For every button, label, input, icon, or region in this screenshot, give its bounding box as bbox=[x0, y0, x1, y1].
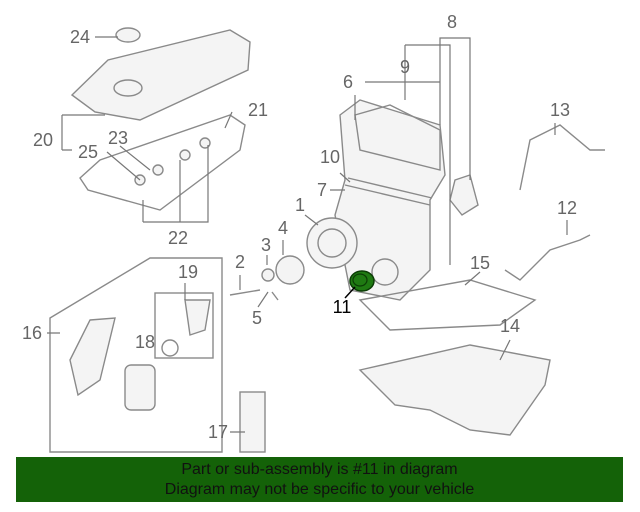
banner-line-1: Part or sub-assembly is #11 in diagram bbox=[181, 461, 458, 478]
callout-1: 1 bbox=[294, 195, 306, 215]
oil-pan bbox=[358, 344, 551, 436]
filter-group-box bbox=[49, 257, 223, 453]
callout-11-highlighted: 11 bbox=[332, 297, 352, 317]
callout-23: 23 bbox=[107, 128, 129, 148]
callout-22: 22 bbox=[167, 228, 189, 248]
callout-16: 16 bbox=[21, 323, 43, 343]
parts-drawing bbox=[47, 27, 605, 453]
callout-4: 4 bbox=[277, 218, 289, 238]
callout-21: 21 bbox=[247, 100, 269, 120]
spark-plug-seals bbox=[134, 137, 211, 186]
callout-7: 7 bbox=[316, 180, 328, 200]
callout-19: 19 bbox=[177, 262, 199, 282]
parts-diagram bbox=[47, 27, 605, 453]
diagram-notice-banner: Part or sub-assembly is #11 in diagram D… bbox=[16, 457, 623, 502]
banner-line-2: Diagram may not be specific to your vehi… bbox=[164, 481, 475, 498]
oil-filter-housing bbox=[69, 317, 116, 397]
part-17 bbox=[239, 391, 266, 453]
callout-10: 10 bbox=[319, 147, 341, 167]
callout-12: 12 bbox=[556, 198, 578, 218]
callout-25: 25 bbox=[77, 142, 99, 162]
pulley bbox=[275, 255, 305, 285]
callout-17: 17 bbox=[207, 422, 229, 442]
callout-15: 15 bbox=[469, 253, 491, 273]
callout-20: 20 bbox=[32, 130, 54, 150]
crankshaft-pulley bbox=[306, 217, 358, 269]
callout-9: 9 bbox=[399, 57, 411, 77]
callout-18: 18 bbox=[134, 332, 156, 352]
valve-cover bbox=[70, 27, 251, 121]
valve-cover-gasket bbox=[79, 114, 246, 211]
callout-13: 13 bbox=[549, 100, 571, 120]
callout-2: 2 bbox=[234, 252, 246, 272]
callout-8: 8 bbox=[446, 12, 458, 32]
front-crankshaft-seal-highlight bbox=[349, 270, 375, 292]
oil-filter bbox=[124, 364, 156, 411]
sensor-12 bbox=[504, 234, 591, 281]
callout-5: 5 bbox=[251, 308, 263, 328]
callout-24: 24 bbox=[69, 27, 91, 47]
callout-14: 14 bbox=[499, 316, 521, 336]
sensor-13 bbox=[519, 124, 605, 191]
callout-6: 6 bbox=[342, 72, 354, 92]
oil-pan-gasket bbox=[358, 279, 537, 331]
callout-3: 3 bbox=[260, 235, 272, 255]
